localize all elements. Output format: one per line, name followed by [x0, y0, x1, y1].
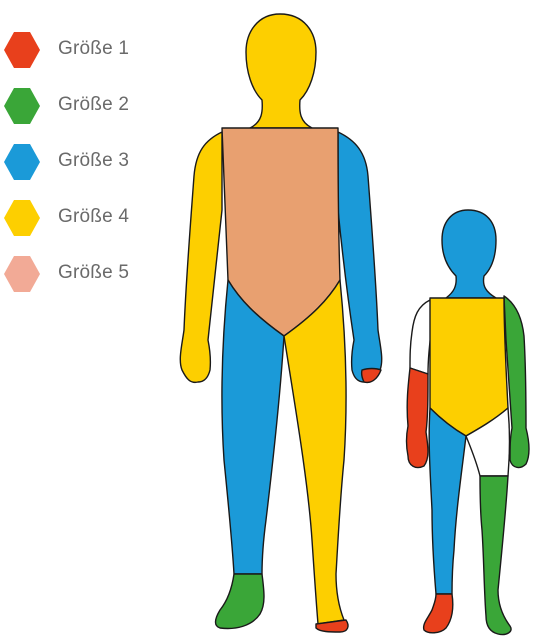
adult-head: [246, 14, 316, 128]
child-leg-left: [429, 408, 466, 594]
adult-hand-tip-right: [362, 369, 381, 383]
child-lower-leg-right: [480, 476, 511, 635]
child-foot-left: [424, 594, 453, 633]
adult-arm-left: [180, 132, 222, 382]
child-upper-arm-left: [410, 300, 432, 374]
child-figure: [407, 210, 530, 635]
adult-foot-left: [216, 574, 265, 628]
adult-leg-right: [284, 280, 346, 624]
child-head: [442, 210, 496, 298]
child-torso: [430, 298, 508, 436]
adult-figure: [180, 14, 381, 632]
child-forearm-left: [407, 368, 429, 468]
